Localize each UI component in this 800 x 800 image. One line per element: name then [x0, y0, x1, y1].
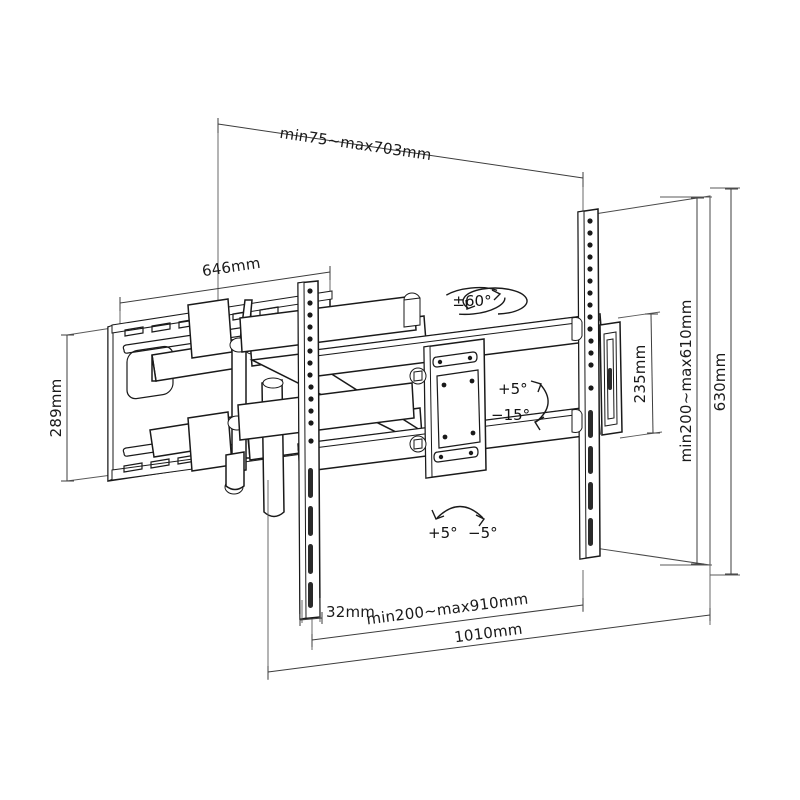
dimension-overall-width: 1010mm: [267, 480, 711, 680]
rail-slot-column: [308, 468, 313, 608]
mid-cross-beam: [237, 382, 415, 441]
angle-label-tilt-down: −15°: [491, 406, 530, 424]
dimension-vesa-vertical-range: min200~max610mm: [660, 196, 712, 566]
dim-label-top-extension: min75~max703mm: [279, 124, 433, 164]
angle-label-tilt-up: +5°: [498, 380, 528, 398]
angle-roll-annotation: +5° −5°: [428, 505, 498, 542]
tv-rail-hole-column: [587, 218, 594, 391]
dimension-vesa-plate-height: 235mm: [617, 311, 663, 439]
tilt-arc-arrow-icon: [530, 380, 549, 431]
top-cross-beam: [239, 292, 421, 353]
tv-bracket-slider: [599, 321, 623, 436]
dim-label-wall-plate-width: 646mm: [201, 254, 262, 280]
dim-label-vesa-vertical-range: min200~max610mm: [677, 299, 695, 462]
dim-label-rail-offset: 32mm: [326, 603, 375, 621]
vertical-tv-rail-right: [571, 208, 601, 560]
dim-label-overall-width: 1010mm: [453, 620, 523, 647]
dim-label-wall-plate-height: 289mm: [47, 379, 65, 438]
angle-swivel-annotation: ±60°: [438, 286, 528, 316]
roll-arc-arrow-icon: [431, 505, 486, 527]
dimension-wall-plate-height: 289mm: [47, 327, 113, 482]
dim-label-panel-height: 630mm: [711, 353, 729, 412]
vesa-mounting-plate: [409, 338, 487, 479]
angle-label-roll-right: −5°: [468, 524, 498, 542]
angle-tilt-annotation: +5° −15°: [491, 380, 549, 431]
tv-rail-slot-column: [588, 410, 593, 546]
dimension-panel-height: 630mm: [710, 187, 740, 576]
angle-label-roll-left: +5°: [428, 524, 458, 542]
vertical-mounting-rail-left: [297, 280, 321, 620]
dim-label-vesa-plate-height: 235mm: [631, 345, 649, 404]
angle-label-swivel: ±60°: [452, 292, 491, 310]
dimension-rail-offset: 32mm: [299, 598, 375, 626]
rotation-ellipse-arrow-icon: [438, 286, 528, 316]
rail-hole-column: [307, 288, 314, 444]
